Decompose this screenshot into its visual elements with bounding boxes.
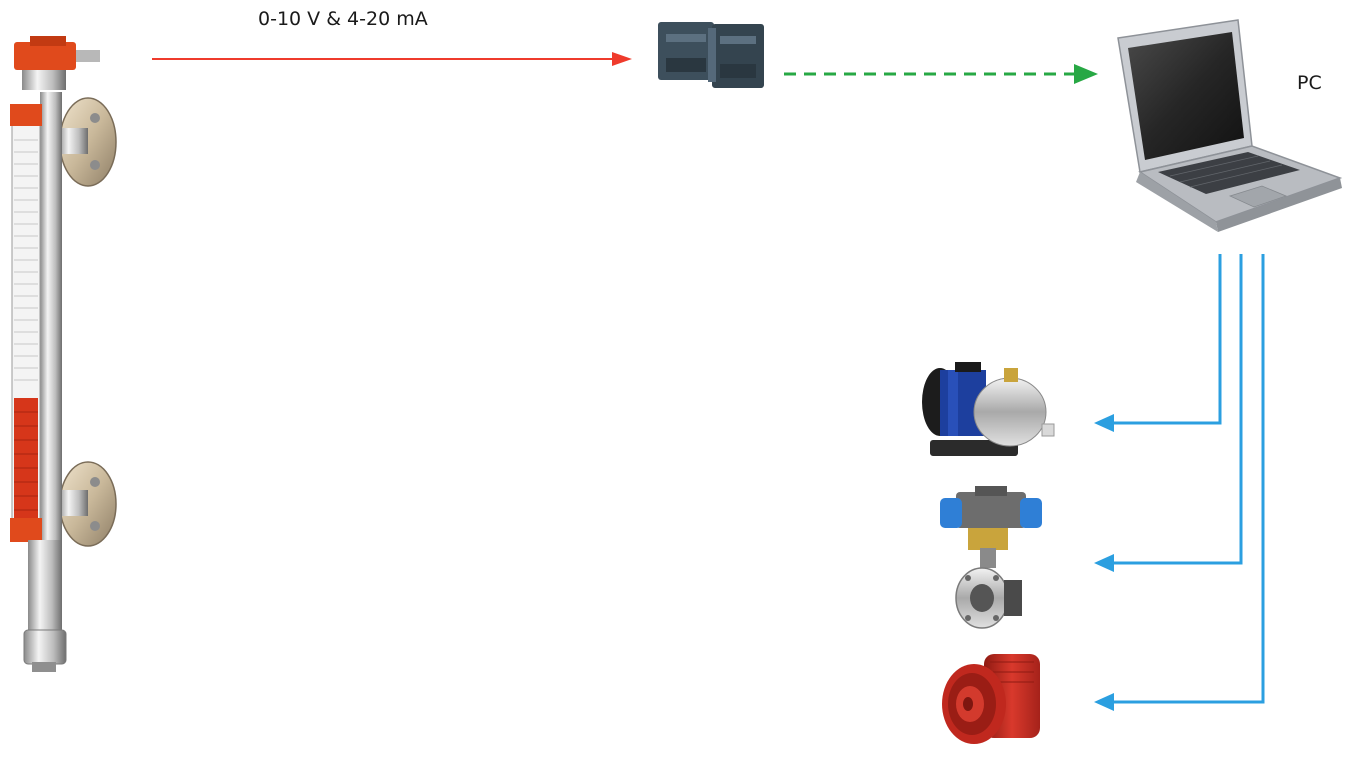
laptop-icon	[1118, 20, 1342, 232]
actuated-butterfly-valve-icon	[940, 486, 1042, 628]
signal-type-label: 0-10 V & 4-20 mA	[258, 8, 428, 30]
arrow-to-pump	[1110, 254, 1220, 423]
alarm-horn-icon	[942, 654, 1040, 744]
pc-label: PC	[1297, 72, 1322, 94]
output-arrows	[1110, 254, 1263, 702]
centrifugal-pump-icon	[922, 362, 1054, 456]
output-arrowheads	[1094, 414, 1114, 711]
plc-module-icon	[658, 22, 764, 88]
magnetic-level-gauge-icon	[10, 36, 116, 672]
network-arrow	[784, 64, 1098, 84]
signal-arrow	[152, 52, 632, 66]
